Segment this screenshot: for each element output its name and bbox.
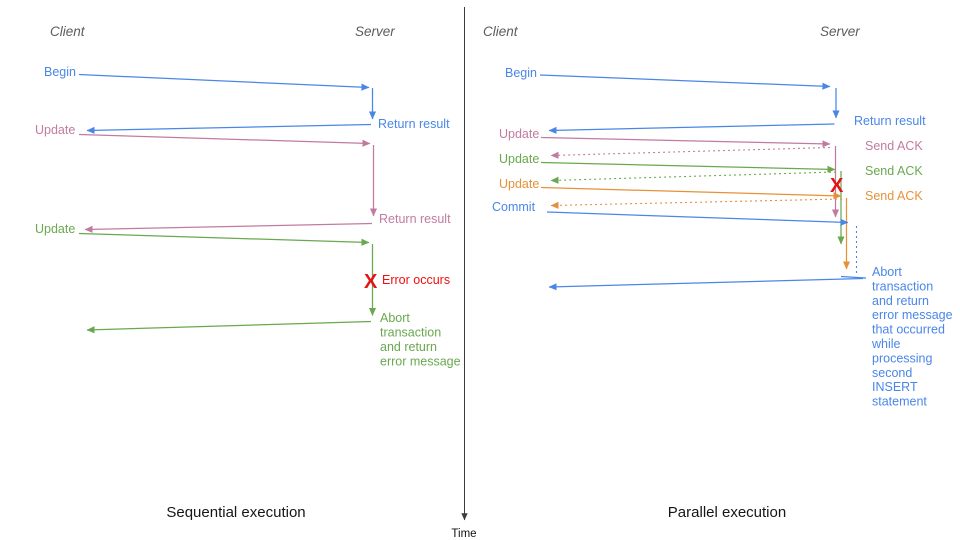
parallel-diagram: Client Server Begin Return result Update…: [483, 24, 956, 521]
seq-caption: Sequential execution: [166, 504, 305, 521]
seq-update1-request-arrow: [78, 133, 371, 147]
time-axis-label: Time: [451, 528, 476, 540]
par-abort-text: Abort transaction and return error messa…: [871, 265, 956, 409]
seq-return-result-arrow-1: [86, 123, 372, 134]
par-send-ack3-arrow: [550, 198, 843, 209]
seq-update2-label: Update: [35, 222, 75, 236]
par-update3-request-arrow: [540, 186, 842, 200]
par-update2-label: Update: [499, 152, 539, 166]
seq-abort-text: Abort transaction and return error messa…: [380, 311, 461, 369]
seq-client-header: Client: [50, 24, 86, 39]
par-begin-request-arrow: [539, 74, 831, 90]
par-send-ack1-label: Send ACK: [865, 139, 923, 153]
seq-begin-request-arrow: [78, 73, 370, 91]
par-send-ack2-arrow: [550, 171, 837, 184]
seq-return-result-arrow-2: [84, 222, 373, 233]
seq-error-x-icon: X: [364, 271, 378, 293]
par-abort-return-arrow: [548, 277, 864, 291]
seq-update2-request-arrow: [78, 232, 370, 246]
par-send-ack3-label: Send ACK: [865, 189, 923, 203]
seq-server-header: Server: [355, 24, 395, 39]
seq-update1-label: Update: [35, 123, 75, 137]
seq-begin-label: Begin: [44, 65, 76, 79]
par-update3-label: Update: [499, 177, 539, 191]
par-return-result-label: Return result: [854, 114, 926, 128]
seq-return-result-label-2: Return result: [379, 212, 451, 226]
par-caption: Parallel execution: [668, 504, 786, 521]
par-update1-request-arrow: [540, 136, 831, 148]
seq-error-occurs-label: Error occurs: [382, 273, 450, 287]
par-commit-label: Commit: [492, 200, 536, 214]
par-send-ack1-arrow: [550, 146, 831, 159]
par-update1-label: Update: [499, 127, 539, 141]
seq-abort-return-arrow: [86, 320, 372, 334]
par-send-ack2-label: Send ACK: [865, 164, 923, 178]
par-abort-baseline: [840, 275, 867, 279]
par-commit-request-arrow: [546, 211, 849, 226]
par-update2-request-arrow: [540, 161, 836, 173]
sequential-diagram: Client Server Begin Return result Update…: [35, 24, 461, 521]
par-client-header: Client: [483, 24, 519, 39]
par-server-header: Server: [820, 24, 860, 39]
par-return-result-arrow: [548, 123, 835, 134]
par-begin-label: Begin: [505, 66, 537, 80]
par-error-x-icon: X: [830, 175, 844, 197]
seq-return-result-label-1: Return result: [378, 117, 450, 131]
